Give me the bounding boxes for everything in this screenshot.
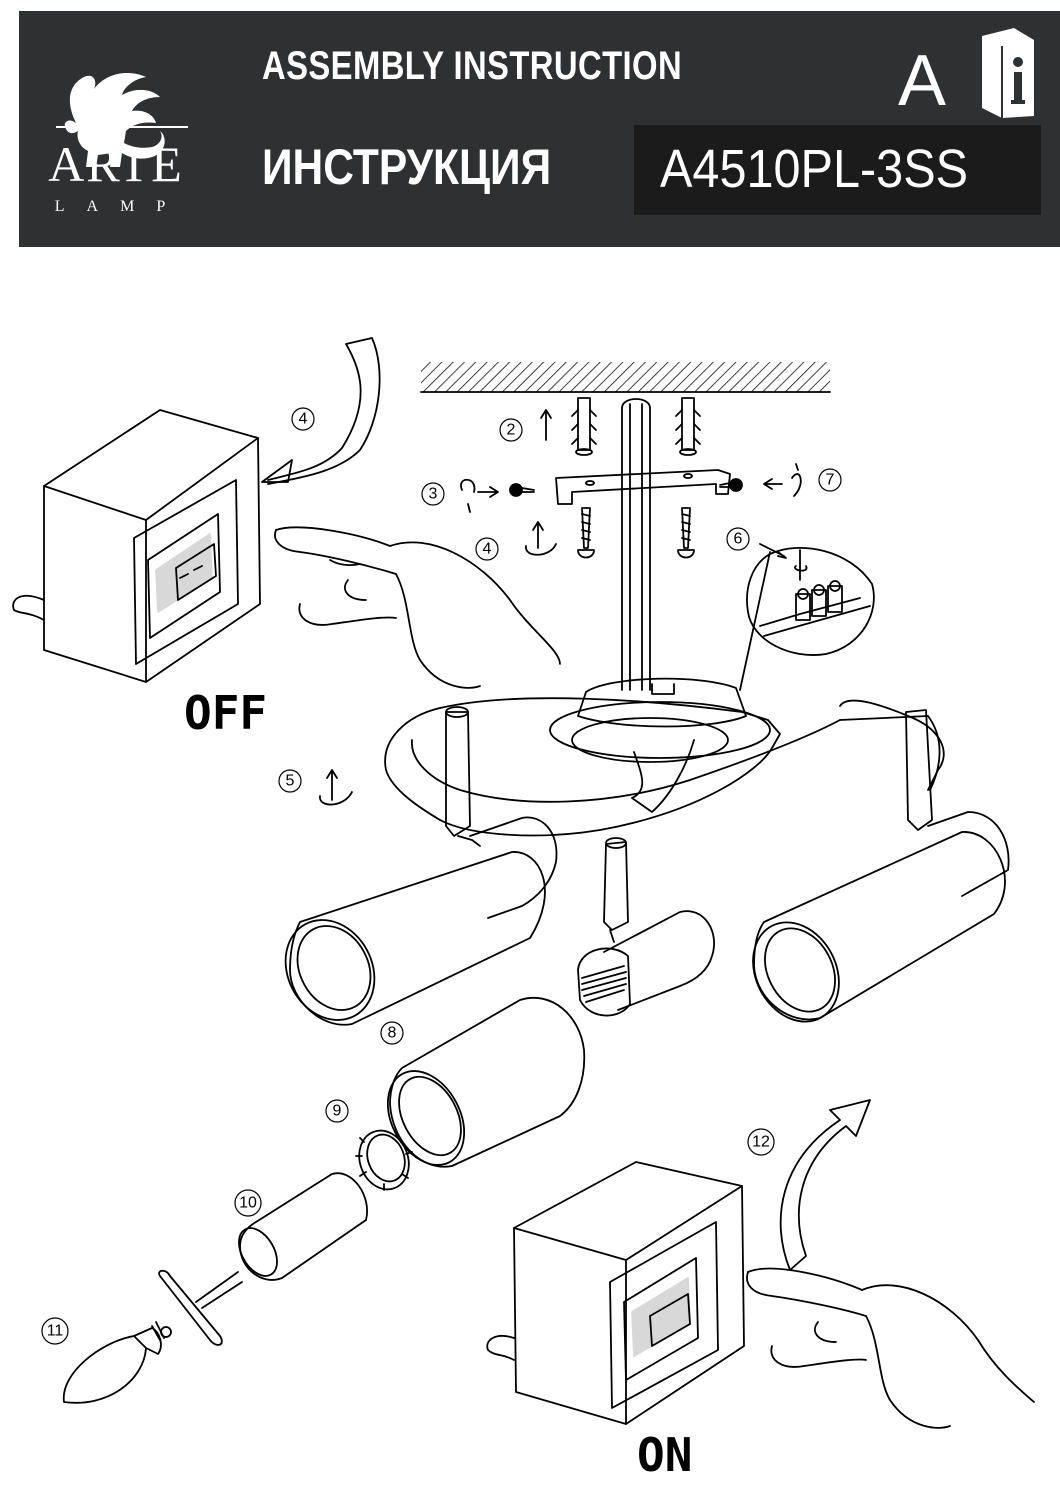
wall-switch-on (486, 1161, 745, 1425)
model-number: A4510PL-3SS (660, 139, 969, 199)
locking-ring (355, 1129, 413, 1191)
winged-lion-icon (64, 73, 165, 167)
rotate-arrow-icon (763, 463, 802, 497)
lamp-socket (158, 1172, 368, 1346)
rotate-arrow-icon (319, 769, 353, 806)
wall-anchor-left (571, 397, 597, 456)
light-bulb (63, 1321, 172, 1404)
wall-switch-off (12, 409, 261, 683)
spot-arm-frame (384, 697, 941, 837)
rotate-arrow-icon (525, 521, 557, 556)
info-book-icon (982, 28, 1034, 118)
hand-pressing-off (274, 526, 561, 689)
step-number: 2 (507, 422, 516, 439)
step-number: 12 (752, 1134, 770, 1151)
wall-anchor-right (675, 397, 701, 456)
label-on: ON (637, 1428, 693, 1482)
mounting-bracket (555, 469, 731, 505)
spotlight-right (752, 699, 1010, 1023)
arrow-up-icon (540, 409, 552, 441)
step-number: 8 (388, 1025, 397, 1042)
spotlight-center (577, 837, 715, 1017)
step-number: 5 (286, 773, 295, 790)
curved-arrow-icon (779, 1099, 871, 1271)
step-number: 7 (826, 472, 835, 489)
step-number: 9 (333, 1103, 342, 1120)
canopy-ring (549, 677, 771, 763)
model-box (634, 125, 1041, 215)
title-russian: ИНСТРУКЦИЯ (262, 139, 552, 195)
step-number: 3 (429, 486, 438, 503)
bracket-screw-right (719, 478, 743, 492)
step-number: 10 (239, 1195, 257, 1212)
language-mark: A (898, 41, 947, 121)
step-number: 6 (734, 531, 743, 548)
terminal-block-inset (739, 547, 875, 691)
bracket-screw-left (509, 483, 535, 497)
step-number: 11 (47, 1323, 64, 1340)
curved-arrow-icon (267, 337, 381, 485)
ceiling-hatch (421, 362, 830, 392)
brand-name: ARTE (48, 136, 184, 192)
step-number: 4 (299, 411, 308, 428)
step-number: 4 (483, 541, 492, 558)
label-off: OFF (184, 686, 268, 740)
spotlight-left (284, 706, 558, 1026)
pointer-arrow-icon (759, 543, 787, 559)
ceiling-screw-left (577, 507, 595, 559)
arrowhead-icon (261, 459, 293, 483)
logo-divider (56, 126, 188, 128)
brand-subtitle: LAMP (54, 198, 188, 215)
lamp-shade (386, 997, 586, 1168)
rotate-arrow-icon (460, 478, 499, 513)
ceiling-screw-right (677, 507, 695, 559)
title-english: ASSEMBLY INSTRUCTION (262, 44, 683, 88)
hand-pressing-on (746, 1267, 1035, 1429)
